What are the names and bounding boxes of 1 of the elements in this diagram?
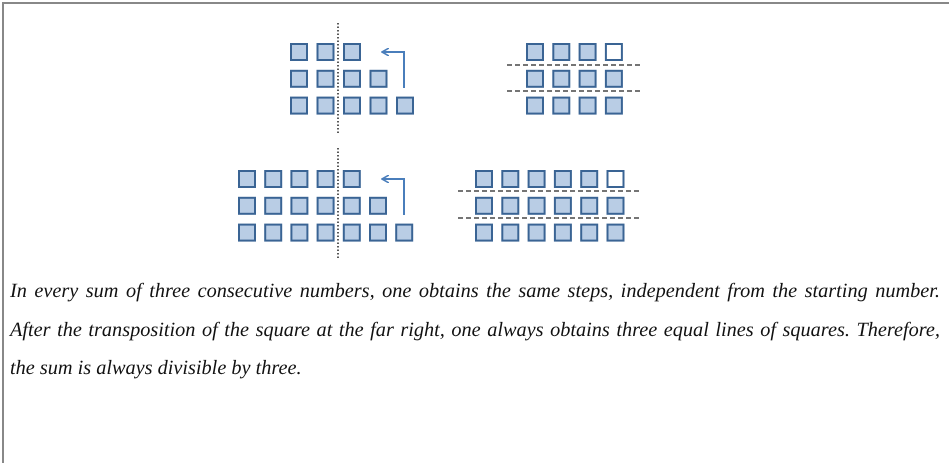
caption: In every sum of three consecutive numbers, one obtains the same steps, independent from the starting number. After the transposition of the square at the far right, one always obtains three equal lines of squares. Therefore, the sum is always divisible by three. — [10, 279, 940, 381]
